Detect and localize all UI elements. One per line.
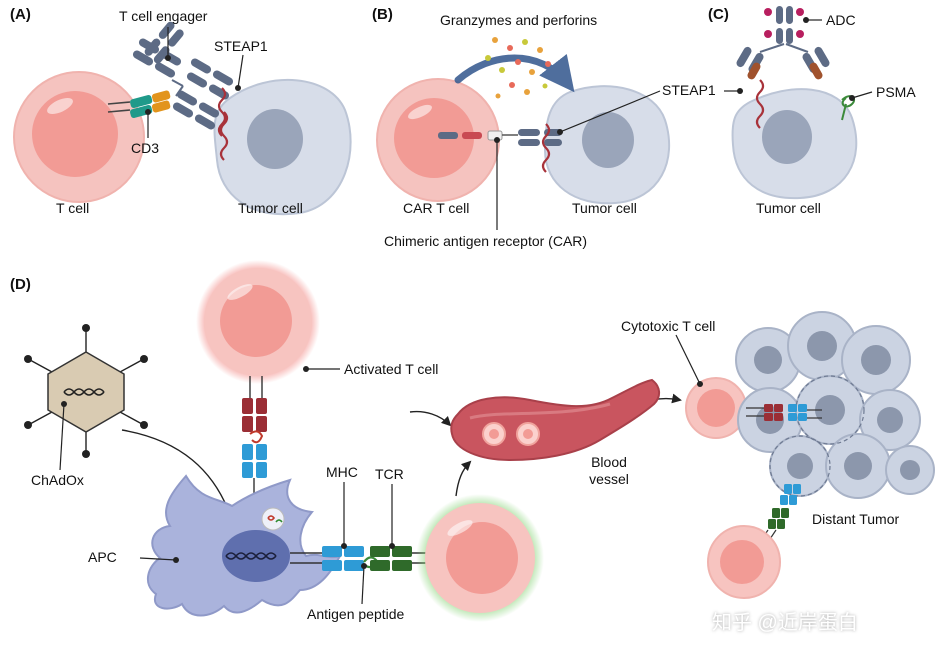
label-apc: APC — [88, 549, 117, 565]
cd3-orange-block — [151, 90, 171, 103]
blood-vessel — [450, 378, 660, 462]
antigen-peptide-d-upper — [249, 430, 264, 444]
car-domain-2 — [462, 132, 482, 139]
tcr-block-1 — [370, 546, 390, 557]
car-domain-1 — [438, 132, 458, 139]
label-tcr: TCR — [375, 466, 404, 482]
watermark-text: 知乎 @近岸蛋白 — [712, 612, 858, 634]
t-cell-a-nucleus — [32, 91, 118, 177]
label-adc: ADC — [826, 12, 856, 28]
label-cd3: CD3 — [131, 140, 160, 156]
label-blood-vessel-line1: Blood — [591, 454, 627, 470]
label-car: Chimeric antigen receptor (CAR) — [384, 233, 588, 249]
label-mhc: MHC — [326, 464, 358, 480]
label-car-t-cell: CAR T cell — [403, 200, 470, 216]
label-tumor-cell-a: Tumor cell — [238, 200, 303, 216]
cd3-teal-block — [130, 94, 153, 109]
distant-tumor-cluster — [735, 311, 935, 499]
panel-a-group — [13, 20, 352, 216]
label-antigen-peptide: Antigen peptide — [307, 606, 405, 622]
panel-label-a: (A) — [10, 6, 31, 23]
label-activated-t-cell: Activated T cell — [344, 361, 439, 377]
granzyme-release-arrow — [454, 53, 575, 93]
label-tumor-cell-b: Tumor cell — [572, 200, 637, 216]
panel-c-group — [724, 6, 873, 200]
car-t-cell-nucleus — [394, 98, 474, 178]
granzyme-dots — [485, 37, 551, 99]
panel-label-c: (C) — [708, 6, 729, 23]
label-chadox: ChAdOx — [31, 472, 84, 488]
label-granzymes-perforins: Granzymes and perforins — [440, 12, 598, 28]
label-blood-vessel: Blood vessel — [584, 454, 634, 488]
label-t-cell-engager: T cell engager — [119, 8, 208, 24]
label-distant-tumor: Distant Tumor — [812, 511, 900, 527]
label-blood-vessel-line2: vessel — [589, 471, 629, 487]
mhc-block-1 — [322, 546, 342, 557]
panel-b-group — [376, 37, 670, 230]
tumor-cell-c-nucleus — [762, 110, 812, 164]
label-t-cell-a: T cell — [56, 200, 90, 216]
label-tumor-cell-c: Tumor cell — [756, 200, 821, 216]
label-cytotoxic-t-cell: Cytotoxic T cell — [621, 318, 716, 334]
panel-d-group — [24, 260, 935, 622]
label-psma: PSMA — [876, 84, 916, 100]
chadox-virus — [24, 324, 148, 458]
tumor-cell-a-nucleus — [247, 109, 303, 169]
panel-label-d: (D) — [10, 276, 31, 293]
label-steap1-a: STEAP1 — [214, 38, 268, 54]
adc-payload-stars — [764, 8, 804, 38]
label-steap1-b: STEAP1 — [662, 82, 716, 98]
panel-label-b: (B) — [372, 6, 393, 23]
tumor-cell-b-nucleus — [582, 112, 634, 168]
